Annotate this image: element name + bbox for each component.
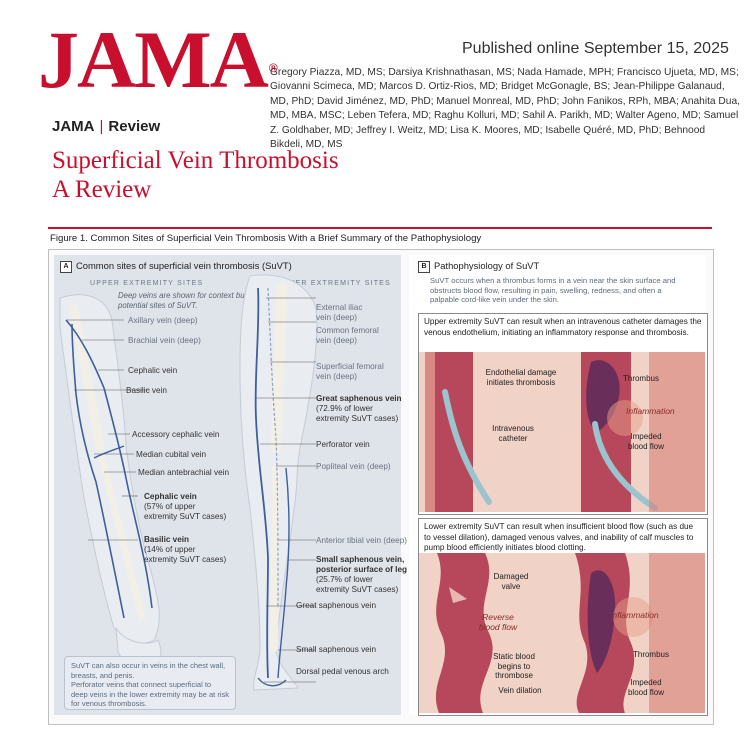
label-anterior-tibial: Anterior tibial vein (deep) <box>316 536 408 545</box>
label-accessory-cephalic: Accessory cephalic vein <box>132 430 220 439</box>
panel-a-title: Common sites of superficial vein thrombo… <box>76 260 292 271</box>
lower-extremity-heading: LOWER EXTREMITY SITES <box>276 280 391 287</box>
lower-vein-illustration <box>419 553 705 713</box>
label-small-saphenous-lower: Small saphenous vein <box>296 645 377 654</box>
panel-b-label: B <box>418 261 430 273</box>
label-cephalic-stat: Cephalic vein (57% of upper extremity Su… <box>144 492 227 521</box>
upper-muscle-right <box>649 352 705 512</box>
kicker-separator: | <box>99 118 104 135</box>
forearm-bone <box>98 454 146 622</box>
label-great-saphenous-stat: Great saphenous vein (72.9% of lower ext… <box>316 394 402 423</box>
footnote-other-sites: SuVT can also occur in veins in the ches… <box>71 661 226 680</box>
label-great-saphenous-lower: Great saphenous vein <box>296 601 377 610</box>
deep-vein-path <box>267 287 279 609</box>
humerus-bone <box>69 303 105 451</box>
label-small-saphenous-stat: Small saphenous vein, posterior surface … <box>316 555 407 594</box>
lower-vein-left <box>435 553 493 713</box>
registered-mark: ® <box>268 61 278 75</box>
article-title-main: Superficial Vein Thrombosis <box>52 147 339 174</box>
article-title: Superficial Vein Thrombosis A Review <box>52 146 339 204</box>
panel-a-footnote: SuVT can also occur in veins in the ches… <box>64 656 236 710</box>
label-median-antebrachial: Median antebrachial vein <box>138 468 230 477</box>
panel-b-heading: B Pathophysiology of SuVT <box>418 260 539 273</box>
label-inflammation-upper: Inflammation <box>626 406 675 416</box>
upper-extremity-heading: UPPER EXTREMITY SITES <box>90 280 204 287</box>
label-thrombus-lower: Thrombus <box>632 650 669 659</box>
inflammation-glow <box>607 400 643 436</box>
upper-box-caption: Upper extremity SuVT can result when an … <box>424 317 702 337</box>
label-perforator-vein: Perforator vein <box>316 440 370 449</box>
label-thrombus-upper: Thrombus <box>622 374 659 383</box>
upper-vein-left <box>425 352 473 512</box>
panel-b-intro: SuVT occurs when a thrombus forms in a v… <box>430 276 676 305</box>
tibia-bone <box>270 464 280 652</box>
panel-a-label: A <box>60 261 72 273</box>
upper-vein-left-wall <box>425 352 435 512</box>
lower-box-caption: Lower extremity SuVT can result when ins… <box>424 522 694 552</box>
femur-bone <box>270 282 288 454</box>
label-median-cubital: Median cubital vein <box>136 450 207 459</box>
author-list: Gregory Piazza, MD, MS; Darsiya Krishnat… <box>270 67 740 151</box>
deep-veins-note: Deep veins are shown for context but are… <box>118 291 274 310</box>
label-basilic-stat: Basilic vein (14% of upper extremity SuV… <box>144 535 227 564</box>
anatomy-illustration <box>59 274 318 691</box>
panel-a-heading: A Common sites of superficial vein thromb… <box>60 260 292 273</box>
thrombus-lower <box>587 570 616 673</box>
great-saphenous-path <box>254 287 269 679</box>
article-title-sub: A Review <box>52 176 152 203</box>
lower-leader-lines <box>256 297 316 683</box>
label-basilic-vein: Basilic vein <box>126 386 167 395</box>
basilic-vein-path <box>71 323 125 619</box>
publication-date: Published online September 15, 2025 <box>462 40 729 57</box>
jama-logo: JAMA® <box>38 14 278 105</box>
label-popliteal-vein: Popliteal vein (deep) <box>316 462 391 471</box>
inflammation-glow-lower <box>613 597 653 637</box>
journal-name: JAMA <box>52 118 95 135</box>
label-inflammation-lower: Inflammation <box>610 610 659 620</box>
catheter-left <box>442 389 492 505</box>
title-rule <box>48 227 712 229</box>
label-dorsal-pedal-arch: Dorsal pedal venous arch <box>296 667 389 676</box>
median-cubital-path <box>93 445 125 459</box>
section-kicker: JAMA|Review <box>52 118 160 135</box>
label-vein-dilation: Vein dilation <box>498 686 542 695</box>
figure-caption: Figure 1. Common Sites of Superficial Ve… <box>50 233 482 244</box>
damaged-valve-left <box>449 587 467 603</box>
footnote-perforator: Perforator veins that connect superficia… <box>71 680 229 709</box>
label-brachial-vein: Brachial vein (deep) <box>128 336 201 345</box>
label-axillary-vein: Axillary vein (deep) <box>128 316 198 325</box>
small-saphenous-path <box>277 467 290 679</box>
cephalic-vein-path <box>65 319 153 609</box>
upper-vein-illustration <box>419 352 705 512</box>
catheter-right <box>592 421 658 511</box>
section-name: Review <box>108 118 161 135</box>
panel-b-title: Pathophysiology of SuVT <box>434 260 540 271</box>
label-cephalic-vein: Cephalic vein <box>128 366 178 375</box>
upper-leader-lines <box>66 319 150 541</box>
lower-muscle-right <box>649 553 705 713</box>
